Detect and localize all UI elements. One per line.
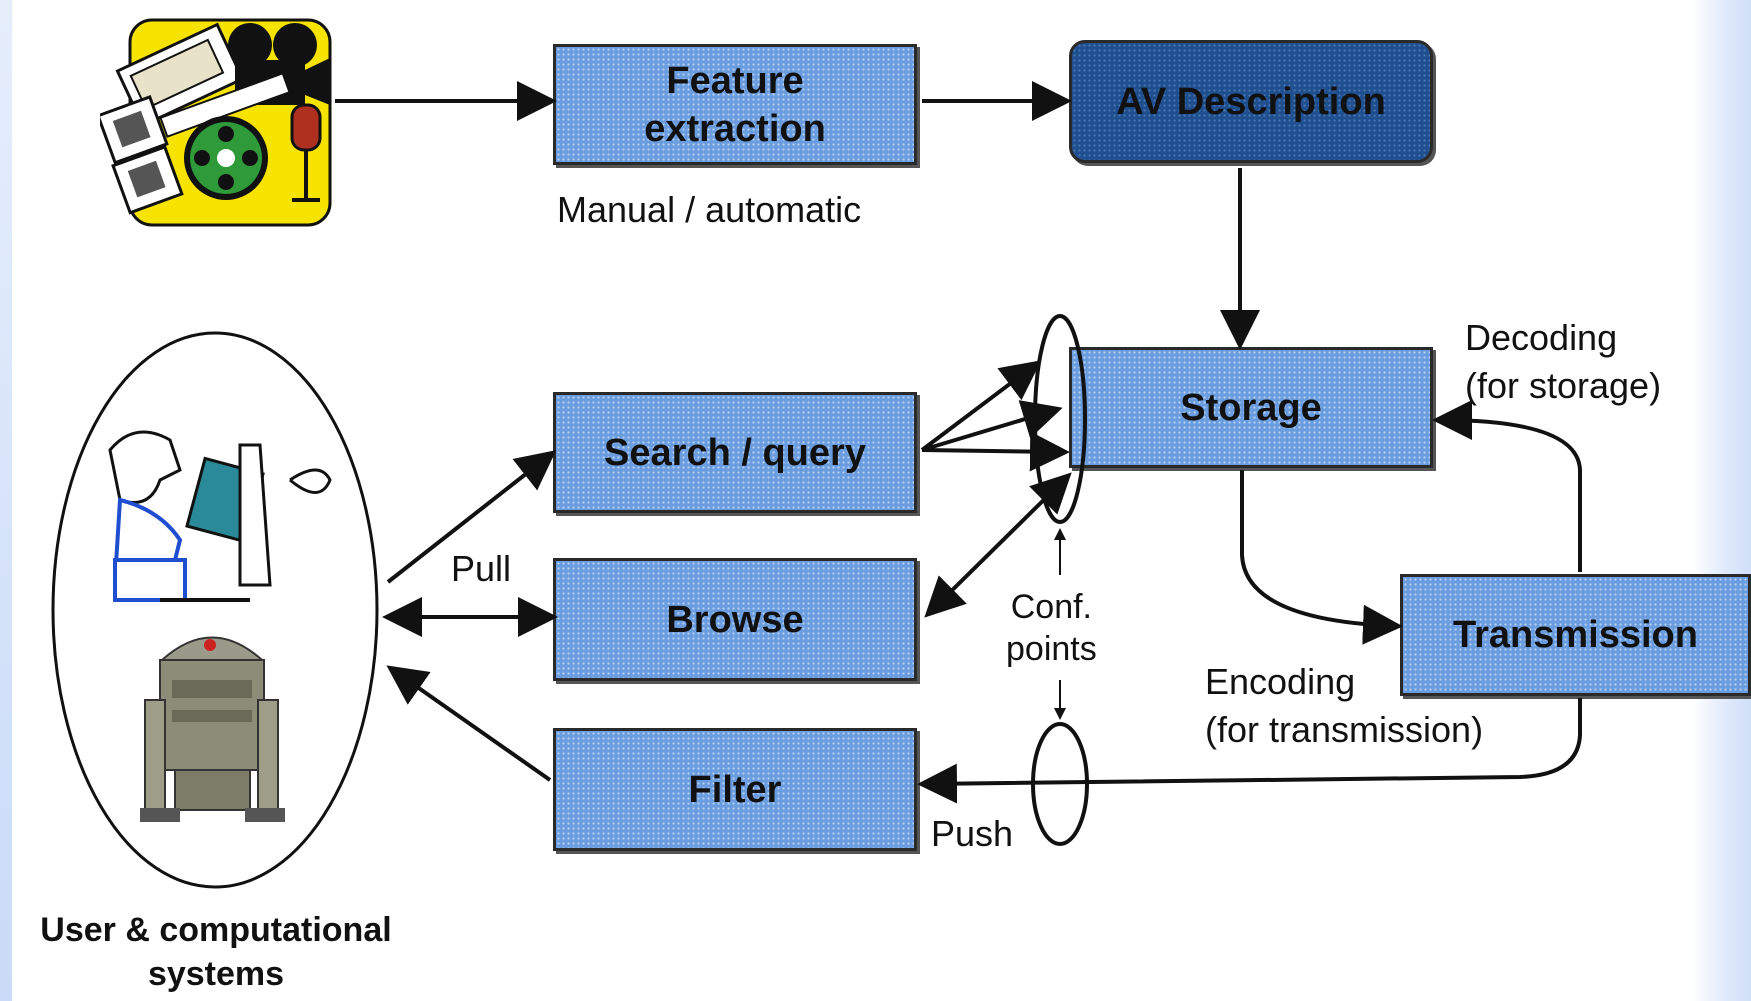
user-at-computer-icon — [108, 430, 332, 602]
user-systems-label: User & computational systems — [40, 911, 392, 993]
manual-automatic-label: Manual / automatic — [557, 189, 862, 230]
push-label: Push — [931, 813, 1014, 854]
robot-icon — [140, 636, 285, 822]
transmission-box: Transmission — [1400, 574, 1751, 696]
multimedia-clipart-icon — [96, 18, 332, 227]
av-description-box: AV Description — [1069, 40, 1433, 163]
pull-label: Pull — [451, 548, 512, 589]
decoding-label: Decoding (for storage) — [1465, 317, 1662, 406]
user-systems-ellipse — [51, 331, 379, 889]
storage-box: Storage — [1069, 347, 1433, 468]
filter-box: Filter — [553, 728, 917, 851]
encoding-label: Encoding (for transmission) — [1205, 661, 1484, 750]
media-clipart — [96, 10, 340, 232]
browse-box: Browse — [553, 558, 917, 681]
right-decor-bar — [1691, 0, 1751, 1001]
left-decor-bar — [0, 0, 12, 1001]
feature-extraction-box: Feature extraction — [553, 44, 917, 165]
search-query-box: Search / query — [553, 392, 917, 513]
